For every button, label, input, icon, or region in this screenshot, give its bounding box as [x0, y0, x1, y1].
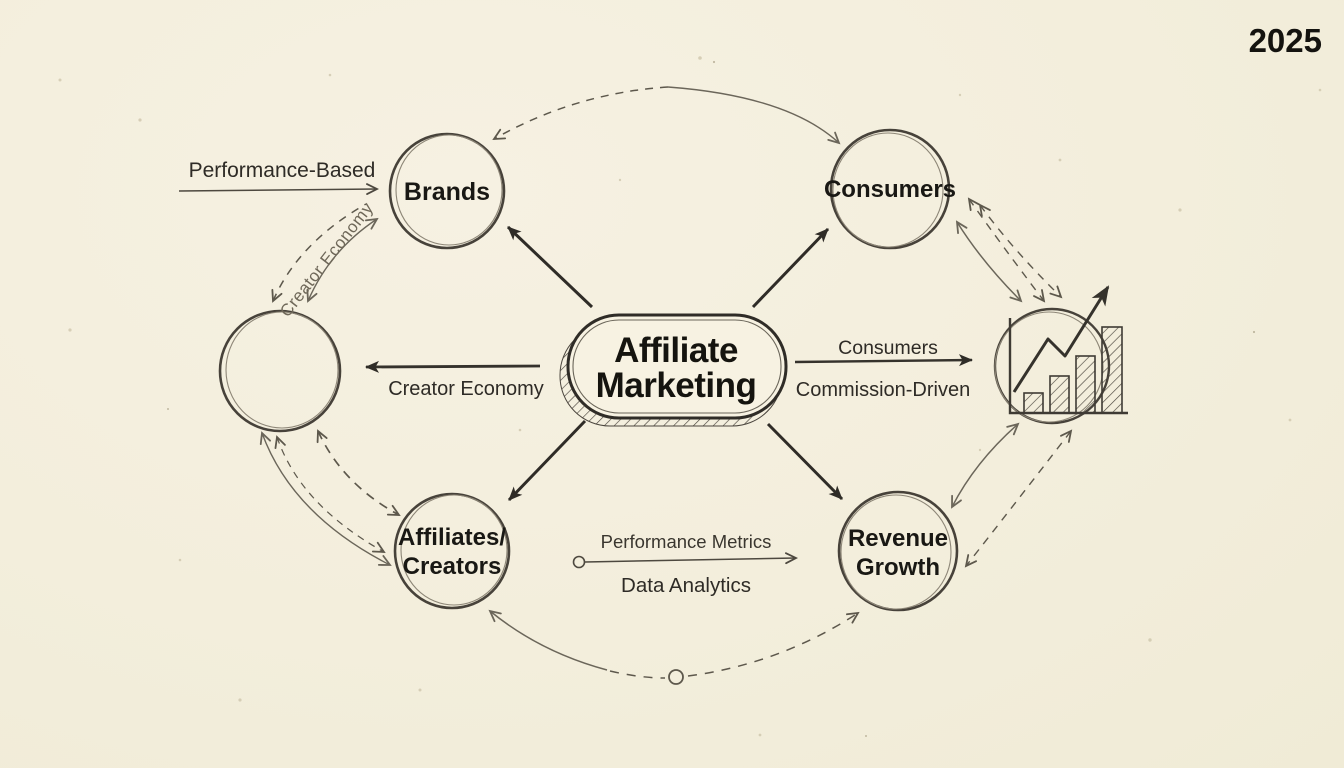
arc-brands-consumers-dashed [494, 86, 669, 139]
affiliates-label-line1: Affiliates/ [398, 524, 506, 551]
arc-affiliates-revenue-solid [490, 611, 608, 671]
creator-economy-arc-label: Creator Economy [276, 199, 377, 321]
arc-affiliates-revenue-dashed-right [687, 613, 858, 677]
performance-based-label: Performance-Based [189, 159, 376, 182]
performance-metrics-label: Performance Metrics [601, 531, 772, 552]
pill-body [566, 313, 788, 420]
node-affiliates-creators: Affiliates/ Creators [393, 492, 511, 610]
arc-brands-consumers-solid [667, 86, 839, 143]
consumers-edge-label: Consumers [838, 337, 938, 359]
arrow-performance-metrics [584, 558, 796, 562]
arc-affiliates-revenue-dashed-left [609, 670, 666, 679]
arrow-center-to-chart [794, 354, 973, 367]
node-creator-circle [218, 309, 342, 433]
bottom-arc-node-dot [668, 669, 684, 685]
arrow-center-to-revenue [766, 422, 844, 501]
arc-brands-creator-solid [308, 219, 377, 301]
bar-chart-growth-icon [1008, 285, 1128, 415]
trend-arrow-icon [1012, 285, 1110, 393]
node-growth-chart [993, 285, 1128, 425]
revenue-label-line1: Revenue [848, 525, 948, 552]
arc-consumers-chart-solid [957, 222, 1021, 301]
arrow-center-to-affiliates [507, 419, 587, 502]
arc-creator-affiliates-solid [262, 433, 390, 565]
consumers-label: Consumers [824, 176, 956, 203]
revenue-label-line2: Growth [856, 554, 940, 581]
brands-label: Brands [404, 178, 490, 206]
creator-economy-label: Creator Economy [388, 378, 544, 400]
arc-chart-revenue-dashed [966, 431, 1071, 566]
commission-driven-label: Commission-Driven [796, 379, 970, 401]
year-label: 2025 [1249, 22, 1322, 59]
arc-creator-affiliates-dashed1 [318, 431, 399, 515]
node-consumers: Consumers [824, 128, 956, 250]
arrow-center-to-consumers [751, 227, 830, 309]
arc-consumers-chart-dashed2 [980, 205, 1061, 297]
center-title-line1: Affiliate [614, 331, 738, 370]
metrics-arrow-origin-dot [572, 555, 586, 569]
arc-creator-affiliates-dashed2 [277, 437, 384, 552]
node-revenue-growth: Revenue Growth [837, 490, 959, 612]
arrow-center-to-creator-circle [365, 360, 541, 373]
arc-chart-revenue-solid [952, 424, 1018, 507]
node-brands: Brands [388, 132, 506, 250]
affiliates-label-line2: Creators [403, 553, 502, 580]
arrow-center-to-brands [506, 225, 594, 309]
arrow-performance-based [178, 189, 377, 191]
data-analytics-label: Data Analytics [621, 574, 751, 597]
center-title-line2: Marketing [596, 366, 757, 405]
pill-inner-outline [572, 319, 782, 414]
node-affiliate-marketing: Affiliate Marketing [559, 313, 788, 427]
